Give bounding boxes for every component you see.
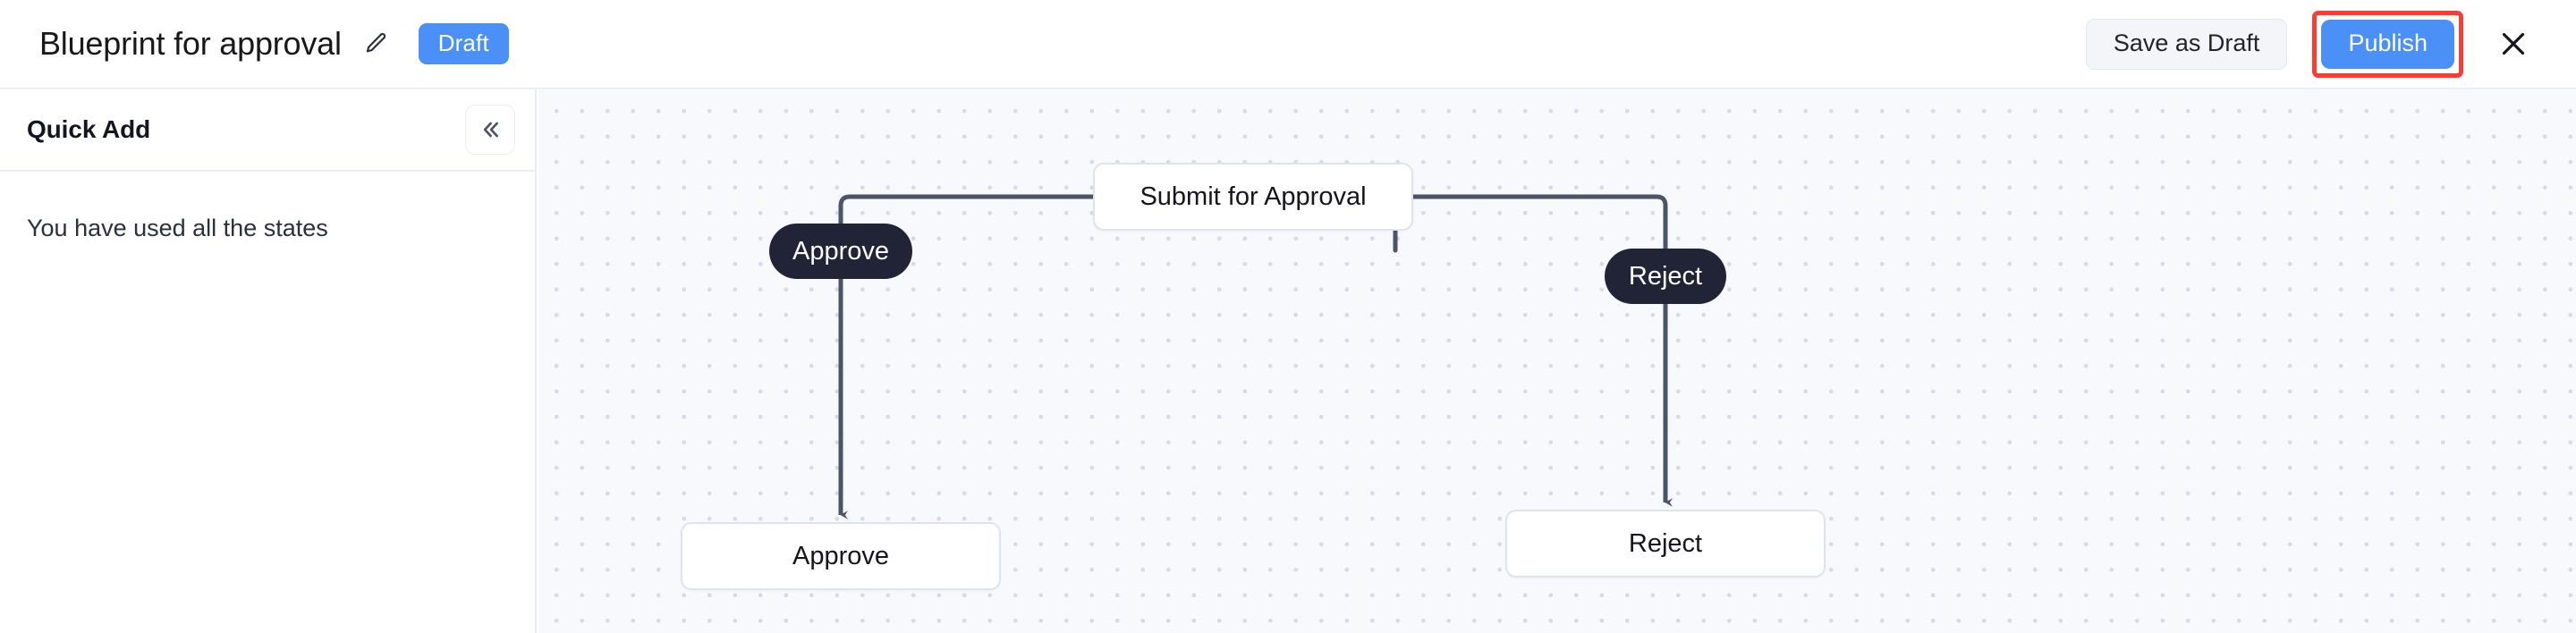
header-right-group: Save as Draft Publish bbox=[2085, 10, 2537, 78]
app-header: Blueprint for approval Draft Save as Dra… bbox=[0, 0, 2576, 89]
sidebar-header: Quick Add bbox=[0, 89, 535, 172]
edge-reject-corner bbox=[1654, 194, 1668, 253]
sidebar-title: Quick Add bbox=[27, 115, 151, 143]
quick-add-sidebar: Quick Add You have used all the states bbox=[0, 89, 537, 633]
node-reject-state[interactable]: Reject bbox=[1505, 510, 1826, 578]
chevron-double-left-icon[interactable] bbox=[465, 105, 515, 155]
transition-reject[interactable]: Reject bbox=[1605, 249, 1726, 304]
node-approve-state[interactable]: Approve bbox=[681, 522, 1001, 590]
flow-canvas[interactable]: Submit for Approval Approve Reject Appro… bbox=[538, 89, 2576, 633]
sidebar-empty-message: You have used all the states bbox=[27, 215, 328, 241]
sidebar-body: You have used all the states bbox=[0, 172, 535, 244]
transition-approve[interactable]: Approve bbox=[769, 224, 912, 279]
header-left-group: Blueprint for approval Draft bbox=[39, 23, 509, 64]
flow-layer: Submit for Approval Approve Reject Appro… bbox=[538, 89, 2576, 633]
page-title: Blueprint for approval bbox=[39, 25, 342, 62]
node-submit-for-approval[interactable]: Submit for Approval bbox=[1093, 163, 1413, 231]
pencil-icon[interactable] bbox=[358, 26, 394, 62]
status-badge: Draft bbox=[418, 23, 509, 64]
publish-button[interactable]: Publish bbox=[2321, 19, 2454, 69]
close-icon[interactable] bbox=[2490, 21, 2537, 67]
edge-submit-to-approve bbox=[838, 194, 1096, 228]
save-as-draft-button[interactable]: Save as Draft bbox=[2085, 18, 2288, 70]
publish-button-highlight: Publish bbox=[2312, 10, 2463, 78]
